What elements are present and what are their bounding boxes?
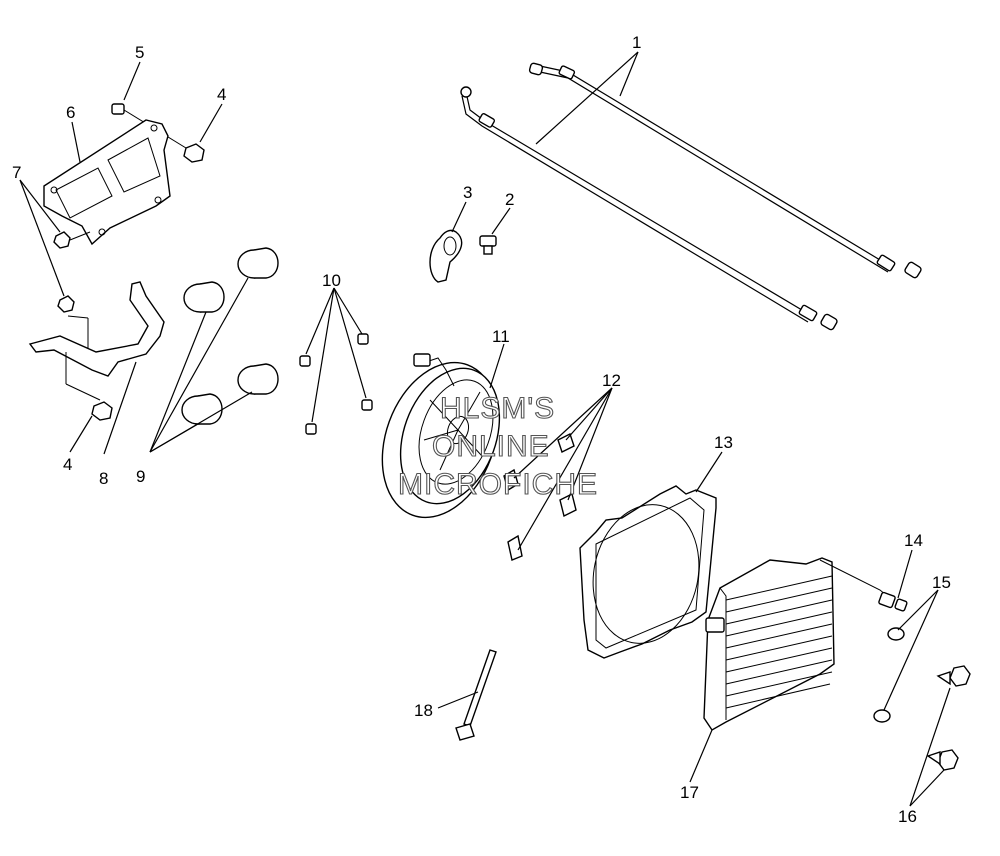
callout-10: 10 xyxy=(322,271,341,290)
part-9-mounts xyxy=(181,247,279,425)
part-2-screw xyxy=(479,235,497,255)
callout-5: 5 xyxy=(135,43,144,62)
part-16-bolts xyxy=(926,665,971,771)
callout-7: 7 xyxy=(12,163,21,182)
part-7-nuts xyxy=(53,231,91,313)
part-8-lower-bracket xyxy=(28,281,165,401)
part-14-sensor xyxy=(878,591,908,612)
watermark: HLSM'S ONLINE MICROFICHE xyxy=(397,391,598,501)
part-4-nut-top xyxy=(183,143,205,163)
part-18-cable-tie xyxy=(455,649,497,741)
callout-1: 1 xyxy=(632,33,641,52)
part-17-oil-cooler xyxy=(703,557,893,731)
callout-6: 6 xyxy=(66,103,75,122)
callout-4-bottom: 4 xyxy=(63,455,72,474)
part-11-fan xyxy=(381,353,501,519)
callout-2: 2 xyxy=(505,190,514,209)
watermark-line-3: MICROFICHE xyxy=(398,468,598,501)
callout-13: 13 xyxy=(714,433,733,452)
callout-9: 9 xyxy=(136,467,145,486)
callout-12: 12 xyxy=(602,371,621,390)
part-15-washers xyxy=(873,627,905,723)
callout-4-top: 4 xyxy=(217,85,226,104)
part-6-bracket-plate xyxy=(43,119,171,246)
part-3-clamp xyxy=(429,229,463,283)
callout-16: 16 xyxy=(898,807,917,826)
callout-8: 8 xyxy=(99,469,108,488)
watermark-line-2: ONLINE xyxy=(432,430,550,463)
part-4-nut-bottom xyxy=(91,401,113,421)
watermark-line-1: HLSM'S xyxy=(440,392,555,425)
callout-11: 11 xyxy=(492,327,510,346)
part-10-screws xyxy=(299,333,373,435)
callout-15: 15 xyxy=(932,573,951,592)
callout-14: 14 xyxy=(904,531,923,550)
callout-3: 3 xyxy=(463,183,472,202)
part-13-shroud xyxy=(579,485,717,659)
part-1-tubes xyxy=(460,62,922,331)
leader-lines xyxy=(19,51,951,807)
part-12-clips xyxy=(503,433,577,561)
callout-18: 18 xyxy=(414,701,433,720)
callout-17: 17 xyxy=(680,783,699,802)
callout-labels: 1 2 3 4 5 6 7 4 8 9 10 11 12 13 14 15 16… xyxy=(12,33,951,826)
